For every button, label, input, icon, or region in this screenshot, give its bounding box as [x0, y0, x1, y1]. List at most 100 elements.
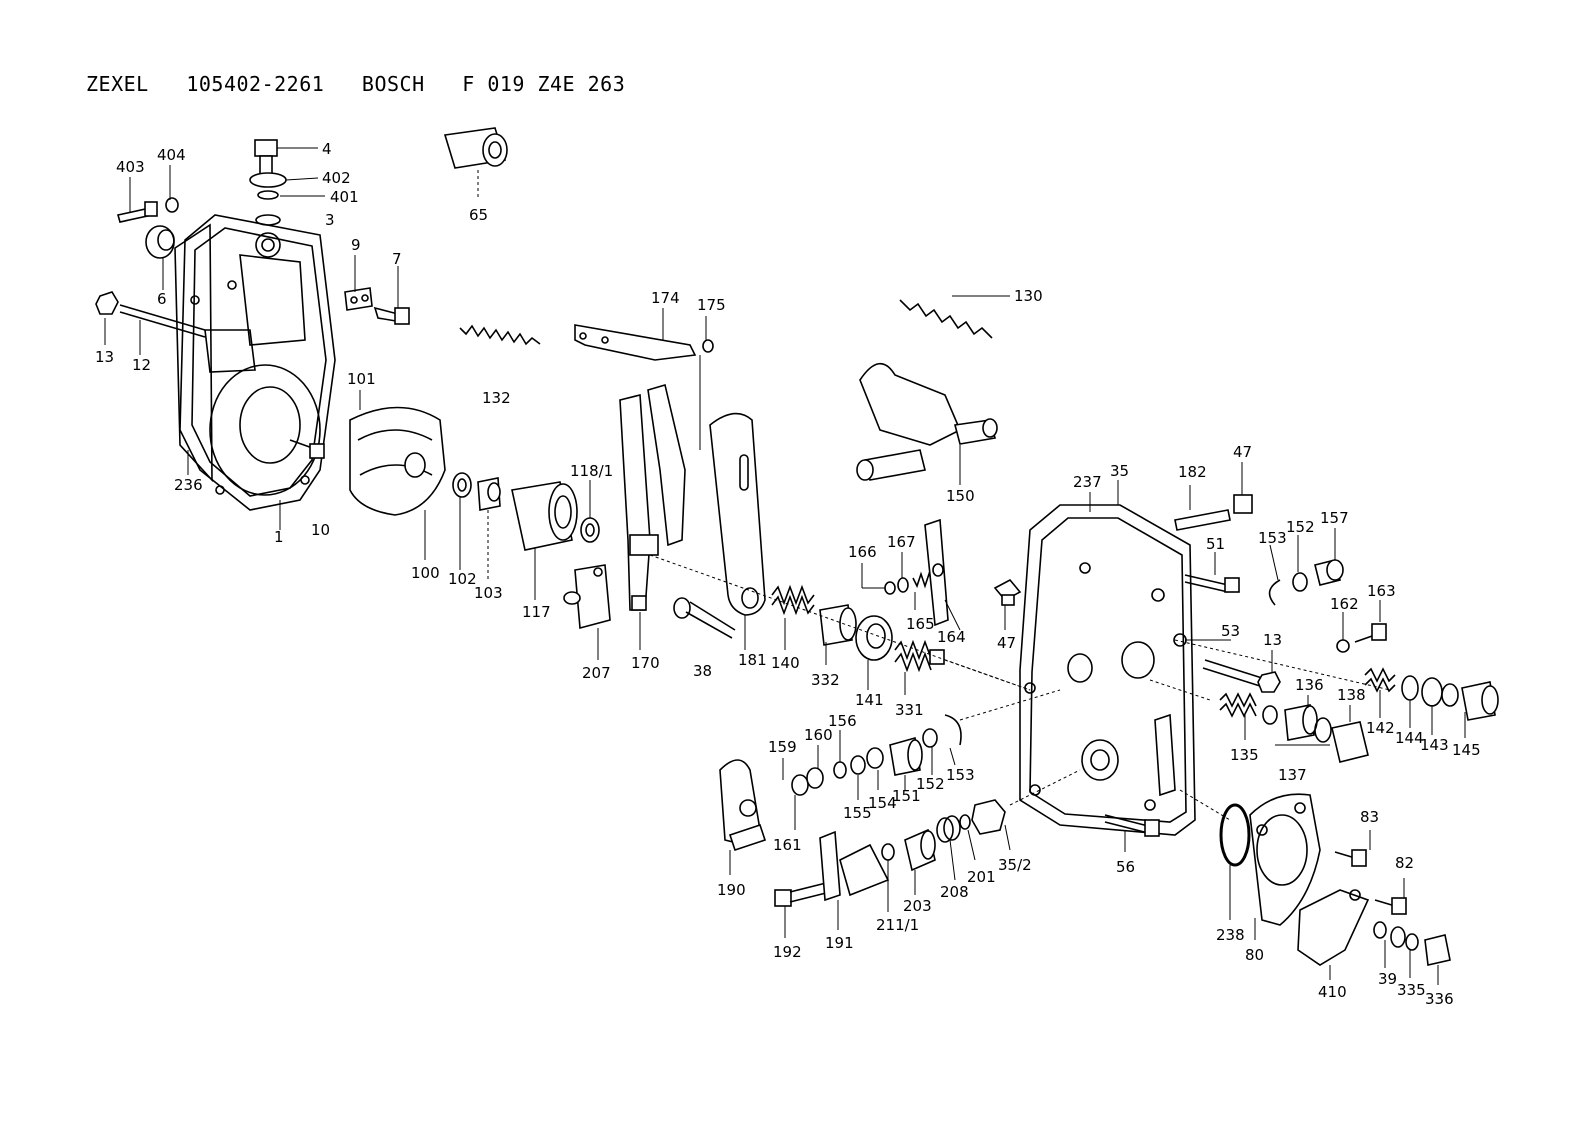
label-12: 12 [132, 356, 151, 374]
label-203: 203 [903, 897, 932, 915]
label-403: 403 [116, 158, 145, 176]
gasket-236 [174, 223, 213, 483]
bolt-192 [774, 881, 831, 907]
spring-208 [936, 815, 961, 843]
label-56: 56 [1116, 858, 1135, 876]
label-103: 103 [474, 584, 503, 602]
label-1: 1 [274, 528, 284, 546]
label-132: 132 [482, 389, 511, 407]
label-9: 9 [351, 236, 361, 254]
label-153-top: 153 [1258, 529, 1287, 547]
oring-238 [1219, 803, 1251, 867]
bolt-82 [1374, 897, 1407, 915]
sleeve-151 [889, 736, 923, 776]
pin-182 [1174, 509, 1231, 531]
governor-housing [179, 214, 336, 511]
label-100: 100 [411, 564, 440, 582]
label-35-2: 35/2 [998, 856, 1032, 874]
label-13-left: 13 [95, 348, 114, 366]
label-154: 154 [868, 794, 897, 812]
label-144: 144 [1395, 729, 1424, 747]
label-140: 140 [771, 654, 800, 672]
label-142: 142 [1366, 719, 1395, 737]
label-155: 155 [843, 804, 872, 822]
governor-cover-35 [1019, 504, 1196, 836]
sleeve-103 [477, 477, 501, 511]
label-404: 404 [157, 146, 186, 164]
label-38: 38 [693, 662, 712, 680]
label-159: 159 [768, 738, 797, 756]
label-47-right: 47 [1233, 443, 1252, 461]
cap-145 [1461, 681, 1499, 721]
plug-6 [145, 225, 175, 259]
label-10: 10 [311, 521, 330, 539]
part-166-167-165 [884, 571, 934, 595]
label-410: 410 [1318, 983, 1347, 1001]
cover-80 [1249, 793, 1321, 926]
flyweight-assembly-100 [349, 406, 446, 516]
label-117: 117 [522, 603, 551, 621]
label-402: 402 [322, 169, 351, 187]
label-153-bottom: 153 [946, 766, 975, 784]
lever-164 [924, 518, 949, 627]
label-138: 138 [1337, 686, 1366, 704]
washers-39-335 [1373, 921, 1419, 951]
label-3: 3 [325, 211, 335, 229]
label-163: 163 [1367, 582, 1396, 600]
label-83: 83 [1360, 808, 1379, 826]
label-166: 166 [848, 543, 877, 561]
label-175: 175 [697, 296, 726, 314]
plug-65 [443, 127, 508, 200]
block-207 [563, 564, 611, 630]
label-152-top: 152 [1286, 518, 1315, 536]
lever-174 [574, 324, 714, 361]
lever-181 [709, 412, 766, 616]
label-51: 51 [1206, 535, 1225, 553]
spring-132 [459, 324, 541, 346]
label-335: 335 [1397, 981, 1426, 999]
clip-153 [1268, 579, 1281, 606]
label-236: 236 [174, 476, 203, 494]
label-101: 101 [347, 370, 376, 388]
diagram-title: ZEXEL 105402-2261 BOSCH F 019 Z4E 263 [86, 72, 626, 96]
label-35: 35 [1110, 462, 1129, 480]
label-201: 201 [967, 868, 996, 886]
label-191: 191 [825, 934, 854, 952]
label-182: 182 [1178, 463, 1207, 481]
oring-201 [959, 814, 971, 830]
label-160: 160 [804, 726, 833, 744]
tension-lever-170 [619, 383, 686, 611]
screw-331 [894, 639, 945, 673]
oring-152 [1292, 572, 1308, 592]
washer-211-1 [881, 843, 895, 861]
label-150: 150 [946, 487, 975, 505]
bracket-150 [856, 362, 998, 481]
label-47-left: 47 [997, 634, 1016, 652]
label-167: 167 [887, 533, 916, 551]
label-7: 7 [392, 250, 402, 268]
label-162: 162 [1330, 595, 1359, 613]
label-151: 151 [892, 787, 921, 805]
screw-142 [1364, 667, 1396, 693]
sleeve-203 [904, 828, 936, 872]
label-192: 192 [773, 943, 802, 961]
label-80: 80 [1245, 946, 1264, 964]
label-6: 6 [157, 290, 167, 308]
screw-53 [1202, 659, 1281, 693]
label-170: 170 [631, 654, 660, 672]
label-65: 65 [469, 206, 488, 224]
part-labels: 4 402 401 3 403 404 65 9 7 6 13 12 132 1… [95, 140, 1481, 1008]
label-208: 208 [940, 883, 969, 901]
screw-38 [673, 597, 736, 639]
oring-152-clip-153 [922, 714, 962, 748]
bolt-56 [1104, 814, 1160, 837]
label-181: 181 [738, 651, 767, 669]
bolt-51 [1184, 574, 1240, 593]
label-141: 141 [855, 691, 884, 709]
label-161: 161 [773, 836, 802, 854]
label-207: 207 [582, 664, 611, 682]
sleeve-117 [511, 481, 578, 551]
lever-190 [719, 759, 767, 852]
label-238: 238 [1216, 926, 1245, 944]
